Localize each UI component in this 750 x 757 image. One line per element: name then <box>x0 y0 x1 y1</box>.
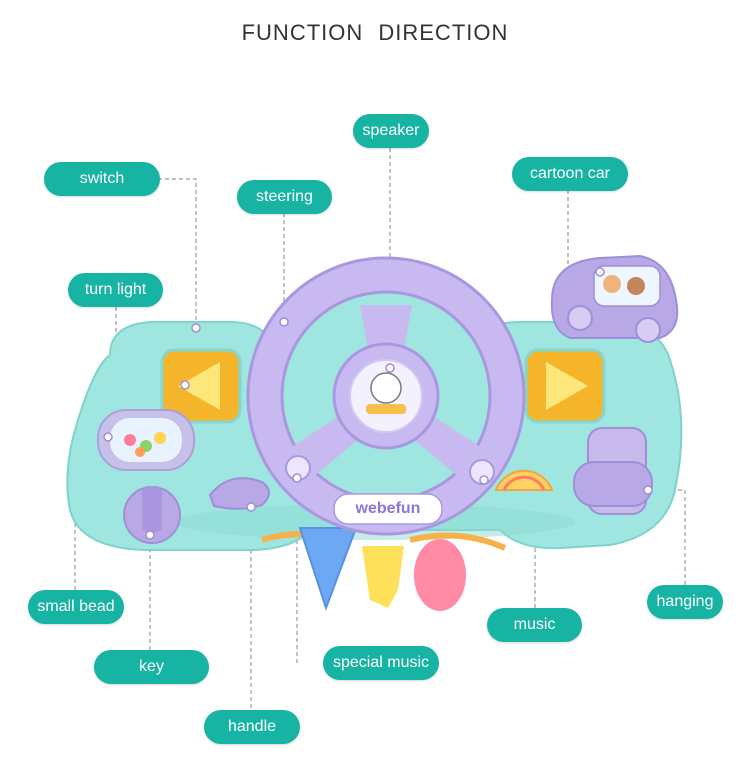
music-gauge <box>494 469 554 491</box>
brand-logo-text: webefun <box>355 500 421 517</box>
label-handle: handle <box>204 710 300 744</box>
label-special-music: special music <box>323 646 439 680</box>
page-title: FUNCTION DIRECTION <box>241 20 509 45</box>
right-turn-light <box>524 348 606 424</box>
label-speaker: speaker <box>353 114 429 148</box>
label-cartoon-car: cartoon car <box>512 157 628 191</box>
cartoon-car <box>550 254 679 343</box>
key-knob <box>123 486 181 544</box>
label-switch: switch <box>44 162 160 196</box>
hanging-knob <box>573 427 653 515</box>
handle-lever <box>208 477 270 510</box>
label-small-bead: small bead <box>28 590 124 624</box>
label-turn-light: turn light <box>68 273 163 307</box>
label-key: key <box>94 650 209 684</box>
steering-wheel <box>246 256 526 536</box>
label-hanging: hanging <box>647 585 723 619</box>
label-music: music <box>487 608 582 642</box>
left-turn-light <box>160 348 242 424</box>
small-bead-window <box>97 409 195 471</box>
hanging-toys <box>261 527 507 612</box>
label-steering: steering <box>237 180 332 214</box>
callout-dots <box>103 267 653 540</box>
